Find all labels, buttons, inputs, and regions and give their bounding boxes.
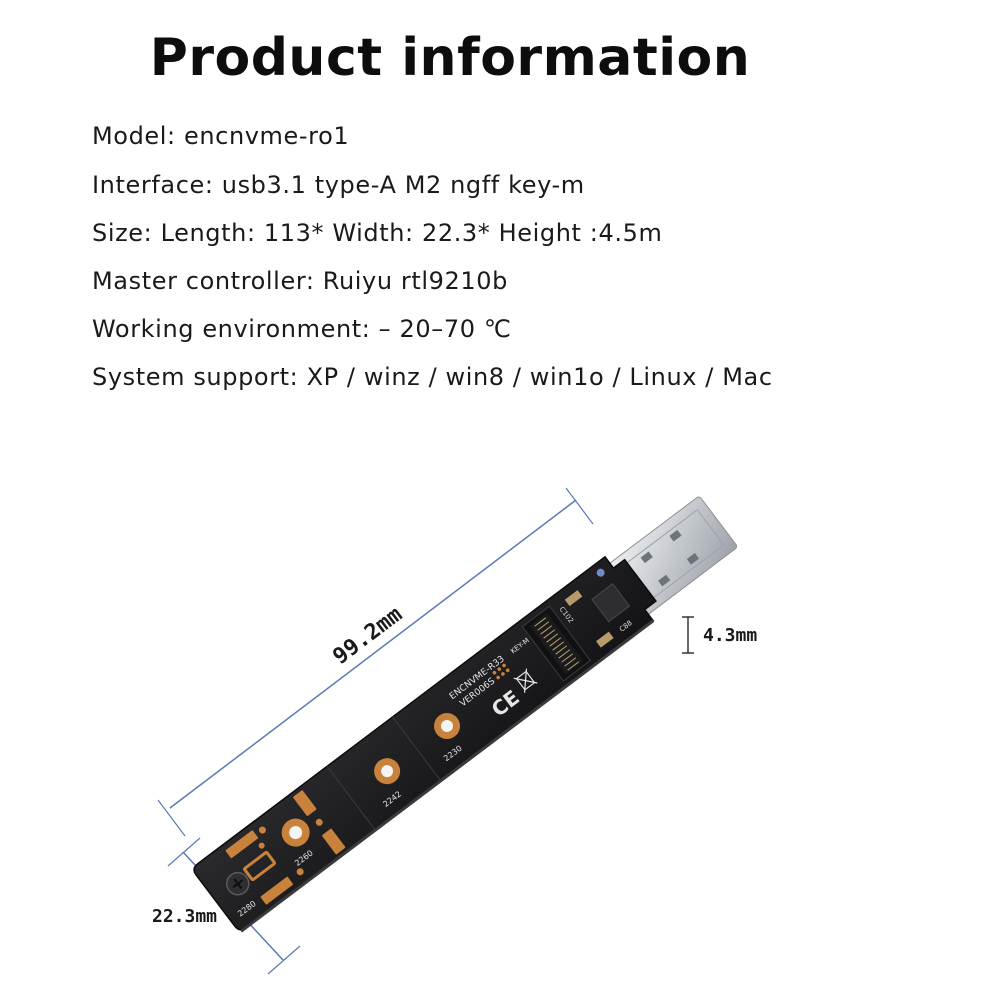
test-pad-cluster — [492, 663, 510, 680]
width-label: 22.3mm — [152, 906, 217, 927]
m2-adapter-board: C102 C88 ENCNVME-R33 VER006S KEY-M CE 22… — [193, 496, 738, 933]
m2-slot — [521, 605, 592, 682]
mount-hole-2260 — [281, 818, 310, 847]
copper-pads — [225, 790, 346, 905]
height-label: 4.3mm — [703, 625, 757, 646]
standoff-screw-2280 — [226, 871, 250, 896]
length-dimension — [157, 487, 594, 837]
page-title: Product information — [149, 28, 751, 88]
mount-hole-2242 — [374, 758, 401, 785]
height-dimension — [682, 616, 694, 654]
smd-component — [596, 631, 614, 648]
spec-model: Model: encnvme-ro1 — [92, 122, 350, 150]
smd-component — [564, 590, 583, 607]
weee-bin-icon — [513, 668, 538, 693]
length-label: 99.2mm — [329, 602, 408, 670]
spec-environment: Working environment: – 20–70 ℃ — [92, 315, 512, 343]
smd-component — [596, 568, 605, 577]
spec-controller: Master controller: Ruiyu rtl9210b — [92, 267, 508, 295]
spec-system-support: System support: XP / winz / win8 / win1o… — [92, 363, 773, 391]
spec-interface: Interface: usb3.1 type-A M2 ngff key-m — [92, 171, 585, 199]
pcb-body — [193, 555, 657, 931]
spec-size: Size: Length: 113* Width: 22.3* Height :… — [92, 219, 663, 247]
controller-chip — [591, 582, 631, 623]
mount-hole-2230 — [434, 713, 461, 740]
